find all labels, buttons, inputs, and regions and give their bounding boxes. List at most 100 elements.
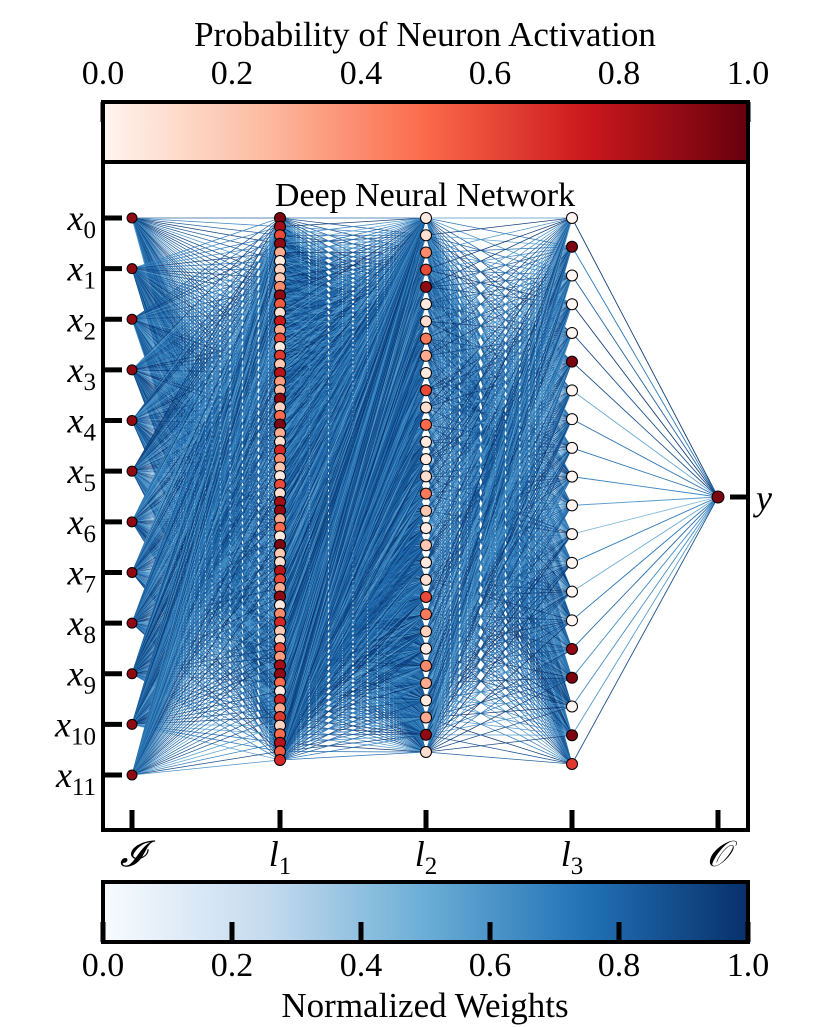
network-edge <box>279 458 427 761</box>
network-edge <box>279 579 427 761</box>
network-edge <box>279 217 427 503</box>
network-edge <box>279 510 427 761</box>
network-edge <box>279 217 427 580</box>
network-edge <box>131 217 281 371</box>
network-edge <box>131 521 281 692</box>
network-edge <box>131 742 281 776</box>
top-colorbar-tick-label: 0.0 <box>82 55 125 92</box>
network-edge <box>425 234 573 276</box>
network-edge <box>425 246 573 374</box>
network-edge <box>279 217 427 589</box>
network-edge <box>131 553 281 776</box>
network-edge <box>571 496 719 564</box>
input-neuron <box>126 263 138 275</box>
network-edge <box>279 217 427 339</box>
network-edge <box>131 235 281 522</box>
l3-neuron <box>566 470 578 483</box>
network-edge <box>131 226 281 776</box>
network-edge <box>279 596 427 761</box>
network-edge <box>425 275 573 684</box>
network-edge <box>425 217 573 718</box>
input-label: x7 <box>67 552 96 598</box>
network-edge <box>131 234 281 320</box>
bottom-colorbar-label: Normalized Weights <box>281 986 568 1025</box>
network-edge <box>131 604 281 776</box>
l3-neuron <box>566 326 578 339</box>
input-neuron <box>126 566 138 578</box>
network-edge <box>279 355 427 752</box>
l2-neuron <box>420 401 432 414</box>
l3-neuron <box>566 212 578 224</box>
network-edge <box>571 496 719 506</box>
network-edge <box>131 544 281 776</box>
network-edge <box>425 419 573 753</box>
network-edge <box>131 217 281 227</box>
network-edge <box>279 217 427 468</box>
l3-neuron <box>566 643 578 656</box>
network-edge <box>279 751 427 753</box>
network-edge <box>279 372 427 761</box>
top-colorbar-tick-label: 0.2 <box>211 55 254 92</box>
network-edge <box>571 496 719 650</box>
network-edge <box>279 217 427 761</box>
network-edge <box>131 521 281 683</box>
network-edge <box>279 545 427 752</box>
network-edge <box>425 246 573 649</box>
network-edge <box>279 217 427 649</box>
network-edge <box>279 476 427 752</box>
network-edge <box>425 217 573 339</box>
network-edge <box>131 235 281 573</box>
network-edge <box>279 217 427 675</box>
network-edge <box>425 217 573 666</box>
network-edge <box>131 572 281 683</box>
network-edge <box>279 235 427 752</box>
network-edge <box>131 252 281 270</box>
network-edge <box>279 217 427 236</box>
network-edge <box>131 226 281 371</box>
network-edge <box>131 252 281 522</box>
network-edge <box>425 217 573 288</box>
l3-neuron <box>566 729 578 742</box>
network-edge <box>131 458 281 776</box>
l2-neuron <box>420 280 432 293</box>
network-edge <box>131 630 281 776</box>
network-edge <box>425 648 573 753</box>
network-edge <box>131 217 281 624</box>
network-edge <box>279 217 427 614</box>
network-edge <box>131 329 281 776</box>
network-edge <box>131 226 281 573</box>
network-edge <box>279 217 427 227</box>
network-edge <box>425 706 573 753</box>
network-edge <box>131 260 281 573</box>
network-edge <box>425 217 573 253</box>
l2-neuron <box>420 367 432 380</box>
l3-neuron <box>566 413 578 426</box>
network-edge <box>279 527 427 761</box>
network-edge <box>279 217 427 606</box>
network-edge <box>279 286 427 761</box>
network-edge <box>131 690 281 776</box>
network-edge <box>279 217 427 683</box>
network-edge <box>131 518 281 776</box>
network-edge <box>279 304 427 761</box>
network-edge <box>279 217 427 417</box>
network-edge <box>131 226 281 624</box>
network-edge <box>279 217 427 597</box>
network-edge <box>425 217 573 615</box>
network-edge <box>131 243 281 270</box>
l2-neuron <box>420 522 432 535</box>
network-edge <box>131 372 281 776</box>
network-edge <box>279 304 427 752</box>
l2-neuron <box>420 642 432 655</box>
l2-neuron <box>420 298 432 311</box>
network-edge <box>425 246 573 339</box>
network-edge <box>425 246 573 288</box>
network-edge <box>571 418 719 498</box>
network-edge <box>425 217 573 529</box>
network-edge <box>425 217 573 598</box>
bottom-colorbar-tick-label: 1.0 <box>727 947 770 984</box>
network-edge <box>279 441 427 761</box>
network-edge <box>131 252 281 472</box>
top-colorbar-tick-label: 1.0 <box>727 55 770 92</box>
network-edge <box>131 467 281 776</box>
